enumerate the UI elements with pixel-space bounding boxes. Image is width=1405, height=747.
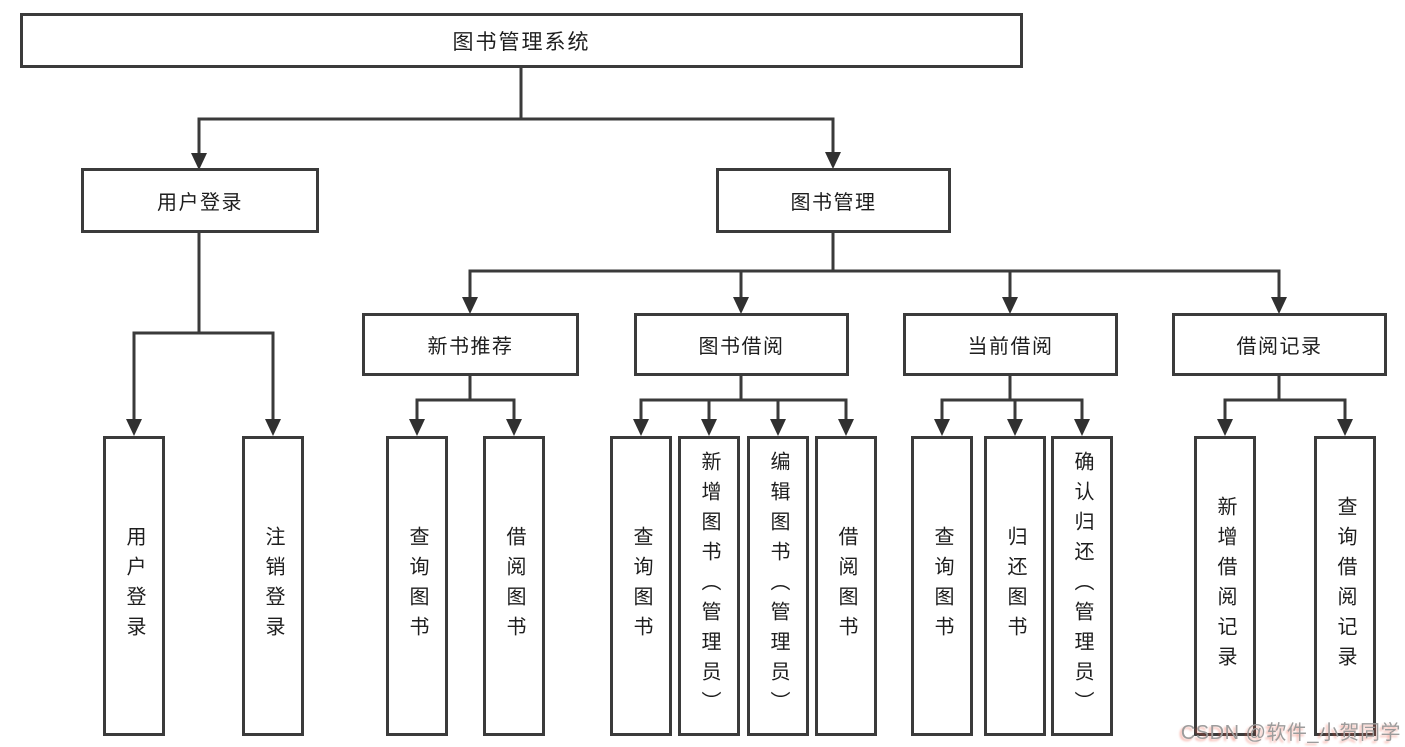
node-logout-leaf-label: 注销登录 xyxy=(262,526,284,646)
node-nbr-query-book: 查询图书 xyxy=(386,436,448,736)
node-cb-return-book: 归还图书 xyxy=(984,436,1046,736)
watermark: CSDN @软件_小贺同学 xyxy=(1180,722,1401,744)
node-bb-borrow-book-label: 借阅图书 xyxy=(835,526,857,646)
arrow-cb-query xyxy=(934,419,950,436)
arrow-bb-borrow xyxy=(838,419,854,436)
arrow-user-login xyxy=(191,153,207,170)
arrow-bb-query xyxy=(633,419,649,436)
node-current-borrow-label: 当前借阅 xyxy=(967,336,1054,358)
node-bb-query-book-label: 查询图书 xyxy=(630,526,652,646)
node-cb-return-book-label: 归还图书 xyxy=(1004,526,1026,646)
arrow-cb-confirm xyxy=(1074,419,1090,436)
node-bb-edit-book: 编辑图书（管理员） xyxy=(747,436,809,736)
node-root-label: 图书管理系统 xyxy=(452,30,591,54)
node-user-login-leaf: 用户登录 xyxy=(103,436,165,736)
node-user-login-label: 用户登录 xyxy=(157,192,243,214)
node-borrow-record: 借阅记录 xyxy=(1172,313,1387,376)
node-br-query-record: 查询借阅记录 xyxy=(1314,436,1376,736)
node-bb-add-book: 新增图书（管理员） xyxy=(678,436,740,736)
node-bb-query-book: 查询图书 xyxy=(610,436,672,736)
node-bb-add-book-label: 新增图书（管理员） xyxy=(698,451,720,721)
arrow-book-borrow xyxy=(733,297,749,314)
arrow-nbr-borrow xyxy=(506,419,522,436)
node-current-borrow: 当前借阅 xyxy=(903,313,1118,376)
arrow-user-login-leaf xyxy=(126,419,142,436)
node-nbr-borrow-book: 借阅图书 xyxy=(483,436,545,736)
arrowheads xyxy=(126,152,1353,436)
node-book-mgmt: 图书管理 xyxy=(716,168,951,233)
arrow-current-borrow xyxy=(1002,297,1018,314)
arrow-borrow-record xyxy=(1271,297,1287,314)
arrow-bb-edit xyxy=(770,419,786,436)
node-new-book-rec: 新书推荐 xyxy=(362,313,579,376)
node-cb-query-book: 查询图书 xyxy=(911,436,973,736)
node-nbr-query-book-label: 查询图书 xyxy=(406,526,428,646)
arrow-br-query xyxy=(1337,419,1353,436)
arrow-cb-return xyxy=(1007,419,1023,436)
node-book-borrow: 图书借阅 xyxy=(634,313,849,376)
arrow-nbr-query xyxy=(409,419,425,436)
node-bb-borrow-book: 借阅图书 xyxy=(815,436,877,736)
arrow-book-mgmt xyxy=(825,152,841,169)
node-bb-edit-book-label: 编辑图书（管理员） xyxy=(767,451,789,721)
arrow-br-add xyxy=(1217,419,1233,436)
connector-lines xyxy=(132,68,1347,420)
arrow-new-book-rec xyxy=(462,297,478,314)
arrow-logout-leaf xyxy=(265,419,281,436)
node-borrow-record-label: 借阅记录 xyxy=(1236,336,1323,358)
node-book-borrow-label: 图书借阅 xyxy=(698,336,785,358)
node-br-add-record: 新增借阅记录 xyxy=(1194,436,1256,736)
node-new-book-rec-label: 新书推荐 xyxy=(427,336,514,358)
node-root: 图书管理系统 xyxy=(20,13,1023,68)
node-user-login: 用户登录 xyxy=(81,168,319,233)
node-cb-confirm-return-label: 确认归还（管理员） xyxy=(1071,451,1093,721)
arrow-bb-add xyxy=(701,419,717,436)
node-nbr-borrow-book-label: 借阅图书 xyxy=(503,526,525,646)
node-book-mgmt-label: 图书管理 xyxy=(790,192,877,214)
node-br-query-record-label: 查询借阅记录 xyxy=(1334,496,1356,676)
node-cb-query-book-label: 查询图书 xyxy=(931,526,953,646)
node-logout-leaf: 注销登录 xyxy=(242,436,304,736)
node-cb-confirm-return: 确认归还（管理员） xyxy=(1051,436,1113,736)
node-user-login-leaf-label: 用户登录 xyxy=(123,526,145,646)
node-br-add-record-label: 新增借阅记录 xyxy=(1214,496,1236,676)
